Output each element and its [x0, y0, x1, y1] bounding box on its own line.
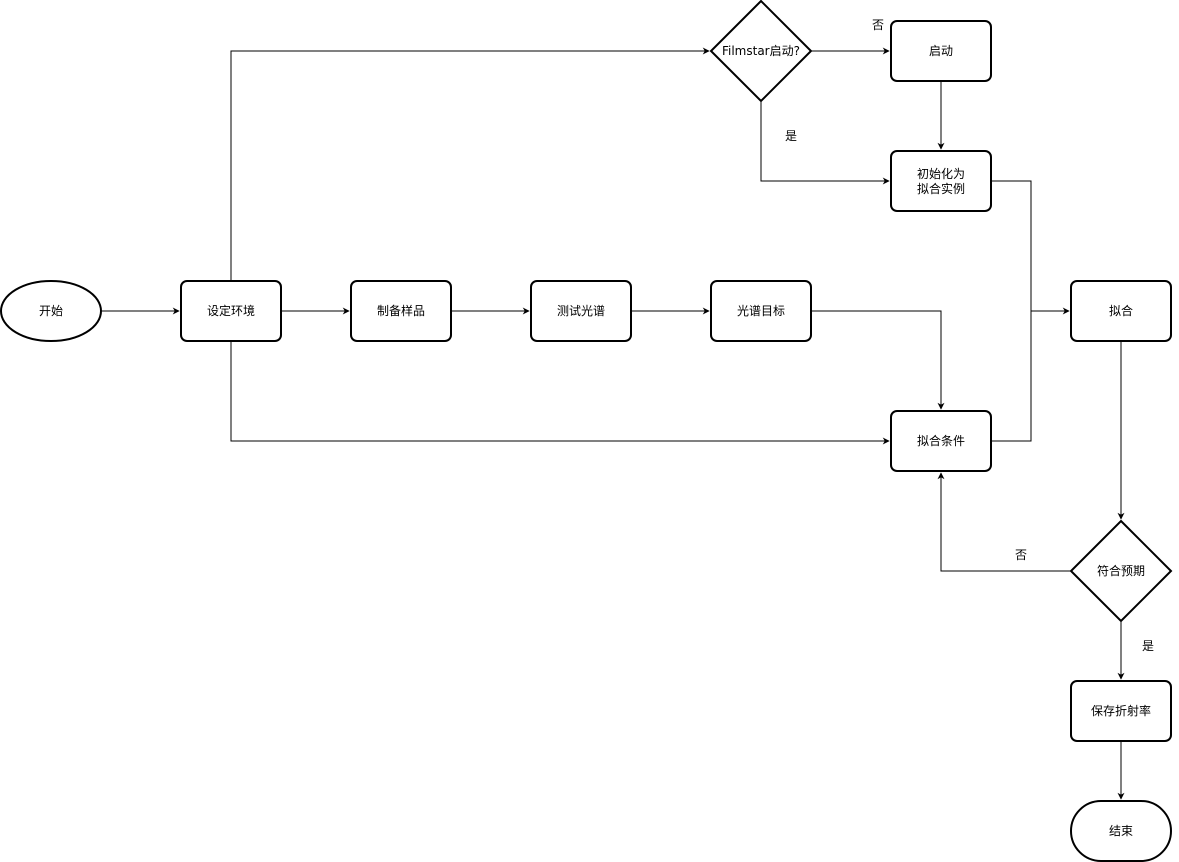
setup-env-label: 设定环境 [207, 303, 255, 318]
meets-expectation-label: 符合预期 [1097, 563, 1145, 578]
filmstar-yes-label: 是 [785, 129, 797, 143]
fit-conditions-label: 拟合条件 [917, 433, 965, 448]
expectation-no-label: 否 [1015, 548, 1027, 562]
prepare-sample-node: 制备样品 [350, 280, 452, 342]
launch-node: 启动 [890, 20, 992, 82]
fit-label: 拟合 [1109, 303, 1133, 318]
start-node: 开始 [0, 280, 102, 342]
filmstar-no-label: 否 [872, 18, 884, 32]
test-spectrum-label: 测试光谱 [557, 303, 605, 318]
edge-conditions-to-fit [991, 311, 1032, 442]
init-label-line1: 初始化为 [917, 167, 965, 181]
edge-target-to-conditions [811, 310, 945, 410]
filmstar-check-label: Filmstar启动? [722, 44, 800, 58]
test-spectrum-node: 测试光谱 [530, 280, 632, 342]
init-fit-instance-node: 初始化为 拟合实例 [890, 150, 992, 212]
edge-filmstar-yes-to-init [760, 101, 890, 185]
edge-setup-to-filmstar-check [230, 47, 710, 281]
setup-env-node: 设定环境 [180, 280, 282, 342]
fit-conditions-node: 拟合条件 [890, 410, 992, 472]
start-node-label: 开始 [39, 304, 63, 318]
edge-expectation-no-to-conditions [937, 472, 1071, 572]
edge-init-to-fit [991, 180, 1070, 315]
spectrum-target-node: 光谱目标 [710, 280, 812, 342]
end-node: 结束 [1070, 800, 1172, 862]
init-label-line2: 拟合实例 [917, 181, 965, 196]
end-node-label: 结束 [1109, 824, 1133, 838]
launch-label: 启动 [929, 44, 953, 58]
edge-labels: 否 是 否 是 [785, 18, 1154, 653]
spectrum-target-label: 光谱目标 [737, 304, 785, 318]
save-index-node: 保存折射率 [1070, 680, 1172, 742]
edges [101, 47, 1125, 800]
fit-node: 拟合 [1070, 280, 1172, 342]
prepare-sample-label: 制备样品 [377, 303, 425, 318]
filmstar-check-node: Filmstar启动? [709, 0, 813, 103]
save-index-label: 保存折射率 [1091, 703, 1151, 718]
expectation-yes-label: 是 [1142, 639, 1154, 653]
meets-expectation-node: 符合预期 [1069, 519, 1173, 623]
edge-setup-to-conditions [230, 341, 890, 445]
